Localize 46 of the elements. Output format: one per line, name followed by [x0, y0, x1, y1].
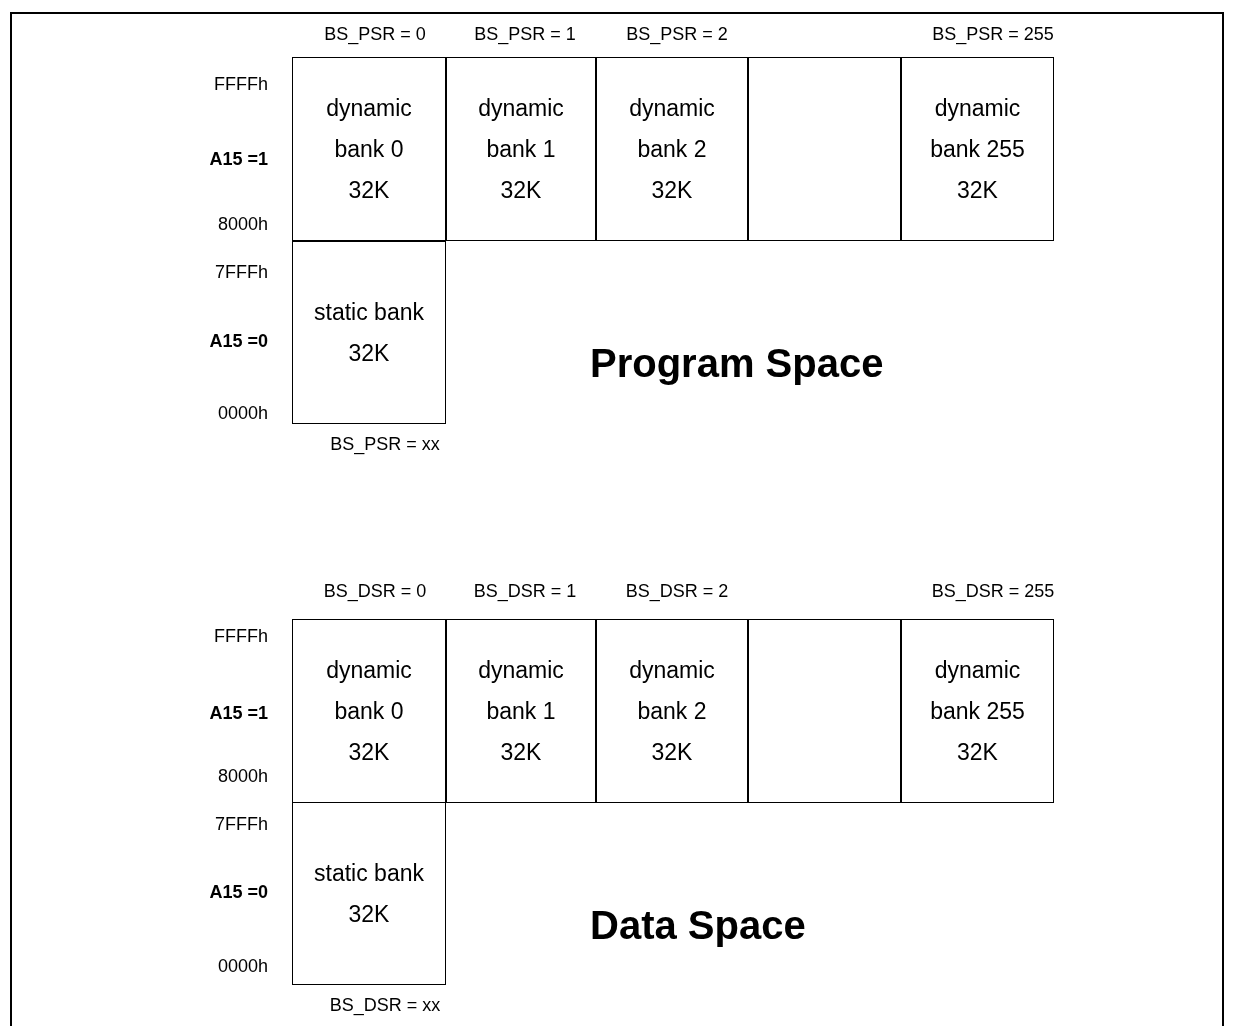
address-bit-label: A15 =1	[209, 703, 268, 724]
memory-bank-box	[596, 57, 748, 241]
address-bit-label: A15 =1	[209, 149, 268, 170]
address-label: 8000h	[217, 766, 268, 787]
memory-bank-box	[596, 619, 748, 803]
bank-label: static bank 32K	[313, 858, 425, 929]
address-label: 7FFFh	[215, 262, 268, 283]
register-value-label: BS_DSR = 0	[323, 581, 427, 602]
bank-label: dynamic bank 0 32K	[325, 655, 413, 767]
bank-label: dynamic bank 0 32K	[325, 93, 413, 205]
memory-bank-box	[292, 802, 446, 985]
register-value-label: BS_PSR = 2	[626, 24, 728, 45]
memory-bank-box	[292, 57, 446, 241]
address-label: FFFFh	[214, 74, 268, 95]
bank-label: dynamic bank 2 32K	[628, 93, 716, 205]
memory-bank-box	[446, 619, 596, 803]
bank-label: dynamic bank 255 32K	[929, 93, 1026, 205]
bank-label: dynamic bank 1 32K	[477, 655, 565, 767]
register-value-label: BS_DSR = 255	[931, 581, 1055, 602]
memory-bank-box	[901, 57, 1054, 241]
register-value-label: BS_PSR = 255	[932, 24, 1054, 45]
register-value-label: BS_PSR = xx	[330, 434, 440, 455]
bank-label: dynamic bank 2 32K	[628, 655, 716, 767]
empty-bank-box	[748, 619, 901, 803]
address-label: 0000h	[217, 403, 268, 424]
bank-label: static bank 32K	[313, 297, 425, 368]
empty-bank-box	[748, 57, 901, 241]
space-title: Program Space	[590, 341, 884, 386]
register-value-label: BS_DSR = 1	[473, 581, 577, 602]
memory-bank-box	[901, 619, 1054, 803]
address-label: FFFFh	[214, 626, 268, 647]
address-label: 0000h	[217, 956, 268, 977]
bank-label: dynamic bank 255 32K	[929, 655, 1026, 767]
register-value-label: BS_DSR = 2	[625, 581, 729, 602]
register-value-label: BS_PSR = 0	[324, 24, 426, 45]
address-label: 8000h	[217, 214, 268, 235]
memory-bank-box	[446, 57, 596, 241]
memory-bank-box	[292, 619, 446, 803]
memory-bank-box	[292, 241, 446, 424]
address-bit-label: A15 =0	[209, 331, 268, 352]
register-value-label: BS_DSR = xx	[329, 995, 441, 1016]
address-bit-label: A15 =0	[209, 882, 268, 903]
address-label: 7FFFh	[215, 814, 268, 835]
bank-label: dynamic bank 1 32K	[477, 93, 565, 205]
space-title: Data Space	[590, 903, 806, 948]
register-value-label: BS_PSR = 1	[474, 24, 576, 45]
